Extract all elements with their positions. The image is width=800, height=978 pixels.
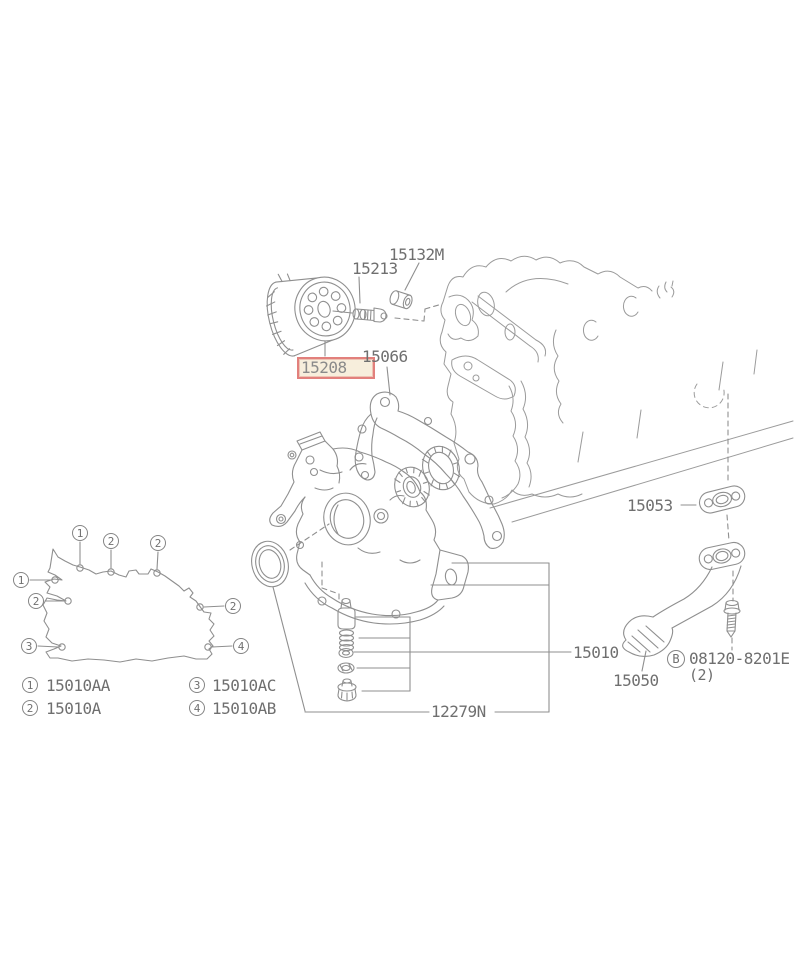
outer-rotor-art: [421, 445, 461, 491]
callout-circle-4: 4: [233, 638, 249, 654]
legend-code-15010AC[interactable]: 15010AC: [212, 676, 276, 695]
legend-code-15010AB[interactable]: 15010AB: [212, 699, 276, 718]
part-label-15213[interactable]: 15213: [352, 259, 398, 278]
part-label-12279N[interactable]: 12279N: [431, 702, 486, 721]
front-cover-gasket-art: [354, 391, 505, 549]
callout-circle-1a: 1: [72, 525, 88, 541]
legend-circle-4: 4: [189, 700, 205, 716]
pump-gasket-outline-art: [42, 548, 215, 663]
plug-art: [389, 290, 413, 310]
part-label-15010[interactable]: 15010: [573, 643, 619, 662]
legend-code-15010AA[interactable]: 15010AA: [46, 676, 110, 695]
bolt-qty-label: (2): [689, 666, 715, 684]
regulator-parts-art: [337, 597, 357, 702]
bolt-art: [723, 599, 741, 638]
oil-pump-body-art: [269, 431, 469, 625]
callout-circle-2b: 2: [150, 535, 166, 551]
part-label-15208-highlight[interactable]: 15208: [297, 357, 375, 379]
oil-strainer-art: [622, 541, 746, 658]
inner-rotor-art: [394, 466, 430, 508]
leader-lines: [29, 262, 697, 713]
part-label-15066[interactable]: 15066: [362, 347, 408, 366]
bolt-ref-circle: B: [667, 650, 685, 668]
legend-circle-1: 1: [22, 677, 38, 693]
legend-circle-3: 3: [189, 677, 205, 693]
part-label-15132M[interactable]: 15132M: [389, 245, 444, 264]
part-label-15053[interactable]: 15053: [627, 496, 673, 515]
engine-block-art: [439, 255, 794, 523]
strainer-gasket-art: [698, 485, 746, 514]
part-label-15208: 15208: [301, 358, 347, 377]
legend-circle-2: 2: [22, 700, 38, 716]
callout-circle-2c: 2: [28, 593, 44, 609]
dashed-assembly-lines: [289, 303, 734, 651]
callout-circle-2a: 2: [103, 533, 119, 549]
part-label-bolt-number[interactable]: 08120-8201E: [689, 649, 790, 668]
filter-stud-art: [332, 307, 388, 323]
callout-circle-2d: 2: [225, 598, 241, 614]
callout-circle-1b: 1: [13, 572, 29, 588]
part-label-15050[interactable]: 15050: [613, 671, 659, 690]
oil-seal-art: [251, 540, 289, 588]
oil-filter-art: [266, 273, 356, 357]
callout-circle-3: 3: [21, 638, 37, 654]
legend-code-15010A[interactable]: 15010A: [46, 699, 101, 718]
